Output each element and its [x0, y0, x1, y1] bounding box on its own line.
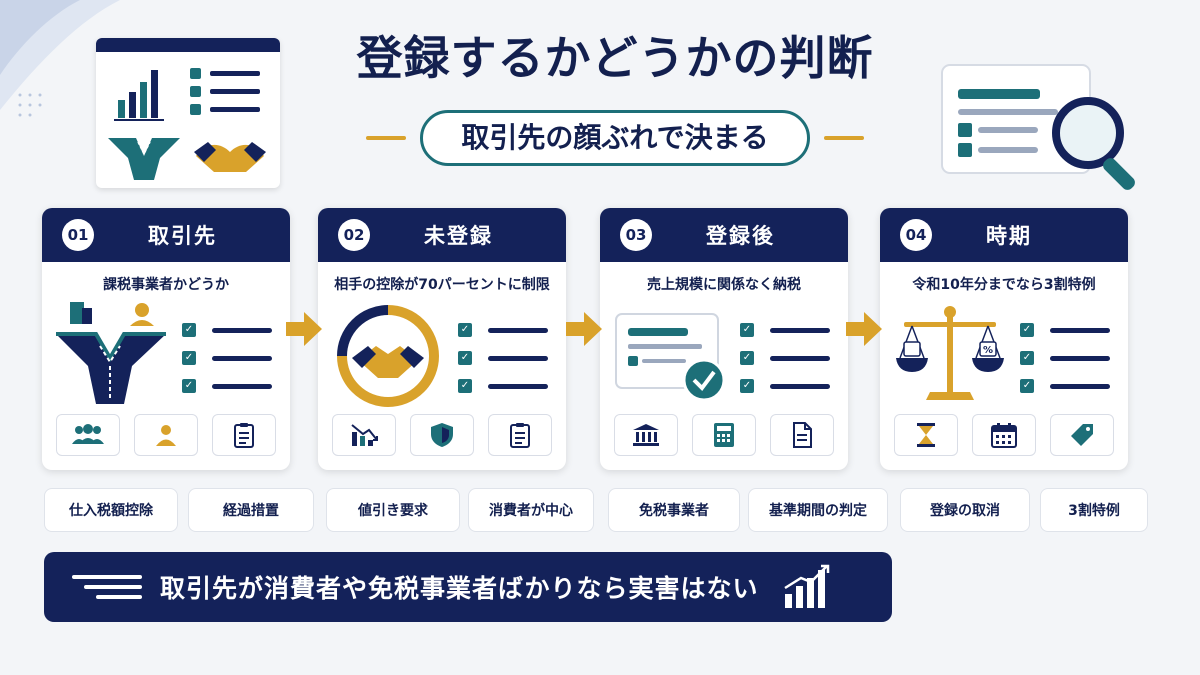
card-number: 04	[900, 219, 932, 251]
tag-input-tax-credit: 仕入税額控除	[44, 488, 178, 532]
arrow-right-icon	[286, 312, 322, 346]
card-header: 01 取引先	[42, 208, 290, 262]
card-description: 令和10年分までなら3割特例	[912, 277, 1096, 293]
checklist-item: ✓	[182, 344, 282, 372]
tag-tax-exempt-business: 免税事業者	[608, 488, 740, 532]
page-subtitle: 取引先の顔ぶれで決まる	[420, 110, 810, 166]
check-icon: ✓	[182, 351, 196, 365]
card-trading-partner: 01 取引先 課税事業者かどうか ✓ ✓ ✓	[42, 208, 290, 470]
check-icon: ✓	[458, 351, 472, 365]
card-description: 相手の控除が70パーセントに制限	[334, 277, 550, 293]
shield-icon	[410, 414, 474, 456]
card-title: 登録後	[706, 224, 775, 248]
card-title: 取引先	[148, 224, 217, 248]
card-title: 未登録	[424, 224, 493, 248]
check-icon: ✓	[1020, 323, 1034, 337]
card-unregistered: 02 未登録 相手の控除が70パーセントに制限 ✓ ✓ ✓	[318, 208, 566, 470]
card-title: 時期	[986, 224, 1032, 248]
subtitle-container: 取引先の顔ぶれで決まる	[320, 110, 910, 166]
check-icon: ✓	[740, 351, 754, 365]
tag-consumer-focused: 消費者が中心	[468, 488, 594, 532]
clipboard-icon	[488, 414, 552, 456]
tag-30-percent-special: 3割特例	[1040, 488, 1148, 532]
road-fork-illustration	[56, 302, 166, 404]
subtitle-left-line	[366, 136, 407, 140]
card-icon-row	[332, 414, 552, 456]
checklist: ✓ ✓ ✓	[182, 316, 282, 400]
speed-lines-icon	[72, 575, 142, 599]
card-header: 03 登録後	[600, 208, 848, 262]
hourglass-icon	[894, 414, 958, 456]
checklist-item: ✓	[458, 344, 558, 372]
check-icon: ✓	[740, 323, 754, 337]
handshake-gauge-illustration	[337, 305, 439, 407]
checklist-item: ✓	[458, 316, 558, 344]
card-description: 課税事業者かどうか	[103, 277, 229, 293]
check-icon: ✓	[458, 379, 472, 393]
clipboard-icon	[212, 414, 276, 456]
card-after-registration: 03 登録後 売上規模に関係なく納税 ✓ ✓ ✓	[600, 208, 848, 470]
document-search-illustration	[930, 55, 1160, 195]
card-timing: 04 時期 令和10年分までなら3割特例 % ✓ ✓ ✓	[880, 208, 1128, 470]
check-icon: ✓	[182, 379, 196, 393]
card-number: 02	[338, 219, 370, 251]
check-icon: ✓	[1020, 351, 1034, 365]
check-icon: ✓	[458, 323, 472, 337]
approved-document-illustration	[615, 313, 726, 402]
balance-scale-illustration: %	[896, 306, 1004, 400]
card-number: 01	[62, 219, 94, 251]
card-number: 03	[620, 219, 652, 251]
card-description: 売上規模に関係なく納税	[647, 277, 801, 293]
card-header: 04 時期	[880, 208, 1128, 262]
arrow-right-icon	[566, 312, 602, 346]
checklist-item: ✓	[1020, 344, 1120, 372]
checklist: ✓ ✓ ✓	[1020, 316, 1120, 400]
check-icon: ✓	[182, 323, 196, 337]
page-title: 登録するかどうかの判断	[356, 31, 874, 85]
checklist-item: ✓	[740, 372, 840, 400]
tag-transitional-measure: 経過措置	[188, 488, 314, 532]
checklist-item: ✓	[182, 372, 282, 400]
card-icon-row	[614, 414, 834, 456]
checklist-item: ✓	[182, 316, 282, 344]
tag-registration-cancel: 登録の取消	[900, 488, 1030, 532]
check-icon: ✓	[740, 379, 754, 393]
arrow-right-icon	[846, 312, 882, 346]
checklist-item: ✓	[1020, 372, 1120, 400]
tag-discount-request: 値引き要求	[326, 488, 460, 532]
checklist: ✓ ✓ ✓	[458, 316, 558, 400]
decision-illustration	[96, 38, 280, 188]
card-icon-row	[56, 414, 276, 456]
subtitle-right-line	[823, 136, 864, 140]
calendar-icon	[972, 414, 1036, 456]
check-icon: ✓	[1020, 379, 1034, 393]
checklist-item: ✓	[1020, 316, 1120, 344]
summary-banner: 取引先が消費者や免税事業者ばかりなら実害はない	[44, 552, 892, 622]
chart-down-icon	[332, 414, 396, 456]
checklist: ✓ ✓ ✓	[740, 316, 840, 400]
svg-text:%: %	[983, 345, 993, 356]
checklist-item: ✓	[740, 344, 840, 372]
tag-icon	[1050, 414, 1114, 456]
checklist-item: ✓	[740, 316, 840, 344]
tag-base-period-judgment: 基準期間の判定	[748, 488, 888, 532]
growth-chart-icon	[783, 564, 829, 608]
card-icon-row	[894, 414, 1114, 456]
document-icon	[770, 414, 834, 456]
corner-wave-decoration	[0, 0, 120, 117]
summary-text: 取引先が消費者や免税事業者ばかりなら実害はない	[160, 574, 759, 603]
checklist-item: ✓	[458, 372, 558, 400]
person-icon	[134, 414, 198, 456]
bank-icon	[614, 414, 678, 456]
card-header: 02 未登録	[318, 208, 566, 262]
people-group-icon	[56, 414, 120, 456]
calculator-icon	[692, 414, 756, 456]
